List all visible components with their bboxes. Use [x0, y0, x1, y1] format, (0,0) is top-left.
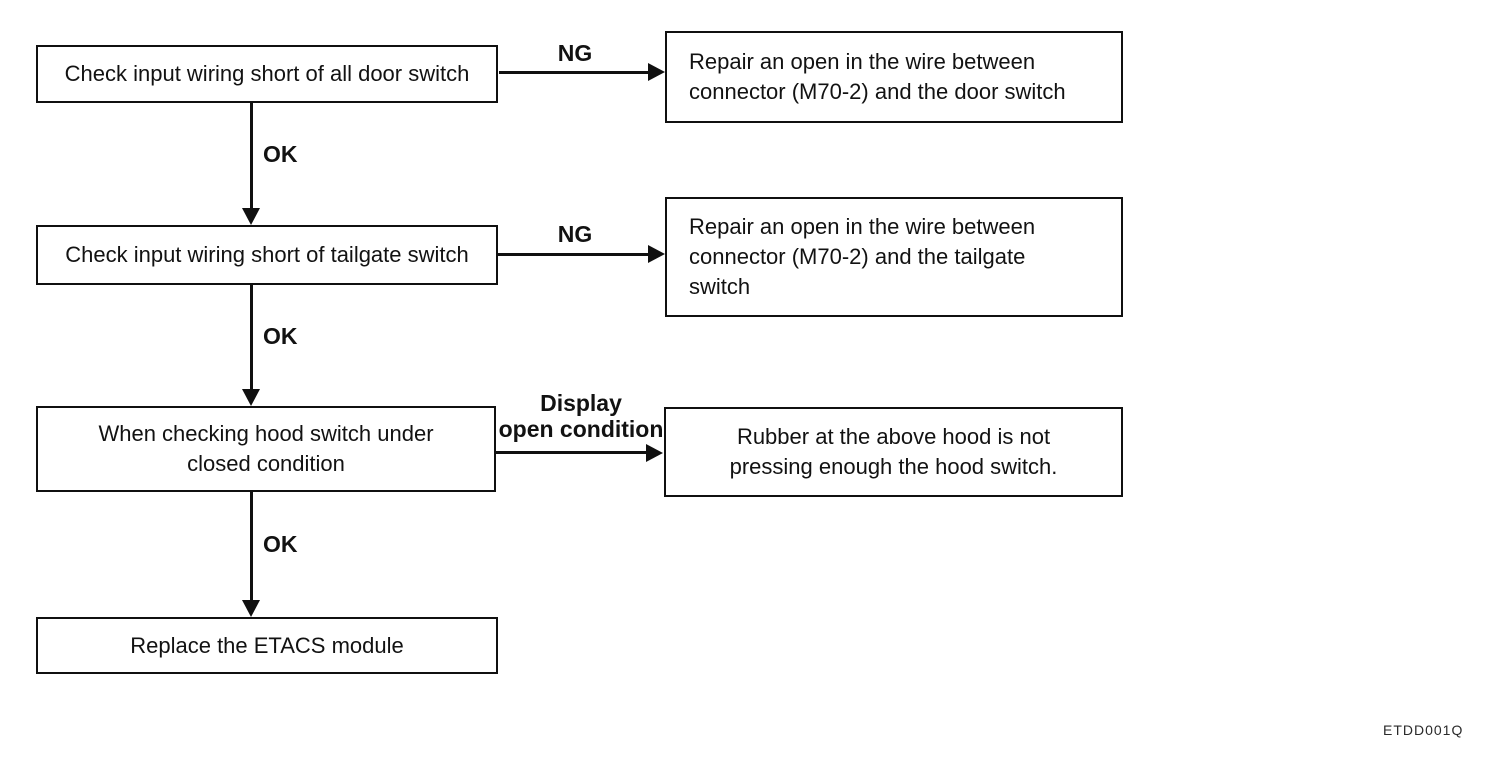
connector-display-open-line — [496, 451, 648, 454]
edge-label-ok-1: OK — [263, 141, 298, 167]
result-box-repair-door-wire: Repair an open in the wire between conne… — [665, 31, 1123, 123]
edge-label-display-open: Display open condition — [498, 390, 664, 442]
edge-label-ng-door: NG — [557, 40, 593, 66]
step-box-replace-etacs: Replace the ETACS module — [36, 617, 498, 674]
arrowhead-ok-3-icon — [242, 600, 260, 617]
step-box-check-door-switch: Check input wiring short of all door swi… — [36, 45, 498, 103]
edge-label-ok-2: OK — [263, 323, 298, 349]
step-text-check-door-switch: Check input wiring short of all door swi… — [64, 61, 470, 86]
connector-ok-3-line — [250, 492, 253, 603]
step-box-check-tailgate-switch: Check input wiring short of tailgate swi… — [36, 225, 498, 285]
result-text-rubber-hood: Rubber at the above hood is not pressing… — [729, 424, 1058, 479]
connector-ng-door-line — [499, 71, 649, 74]
step-box-check-hood-switch: When checking hood switch under closed c… — [36, 406, 496, 492]
result-text-repair-tailgate-wire: Repair an open in the wire between conne… — [689, 214, 1036, 299]
arrowhead-ng-door-icon — [648, 63, 665, 81]
arrowhead-ok-1-icon — [242, 208, 260, 225]
result-box-rubber-hood: Rubber at the above hood is not pressing… — [664, 407, 1123, 497]
step-text-check-hood-switch: When checking hood switch under closed c… — [98, 421, 434, 476]
connector-ng-tailgate-line — [498, 253, 650, 256]
connector-ok-2-line — [250, 285, 253, 392]
step-text-check-tailgate-switch: Check input wiring short of tailgate swi… — [65, 242, 469, 267]
arrowhead-ng-tailgate-icon — [648, 245, 665, 263]
connector-ok-1-line — [250, 103, 253, 211]
edge-label-ng-tailgate: NG — [557, 221, 593, 247]
edge-label-ok-3: OK — [263, 531, 298, 557]
result-text-repair-door-wire: Repair an open in the wire between conne… — [689, 49, 1066, 104]
document-code: ETDD001Q — [1383, 722, 1464, 738]
arrowhead-display-open-icon — [646, 444, 663, 462]
arrowhead-ok-2-icon — [242, 389, 260, 406]
step-text-replace-etacs: Replace the ETACS module — [130, 632, 404, 658]
result-box-repair-tailgate-wire: Repair an open in the wire between conne… — [665, 197, 1123, 317]
